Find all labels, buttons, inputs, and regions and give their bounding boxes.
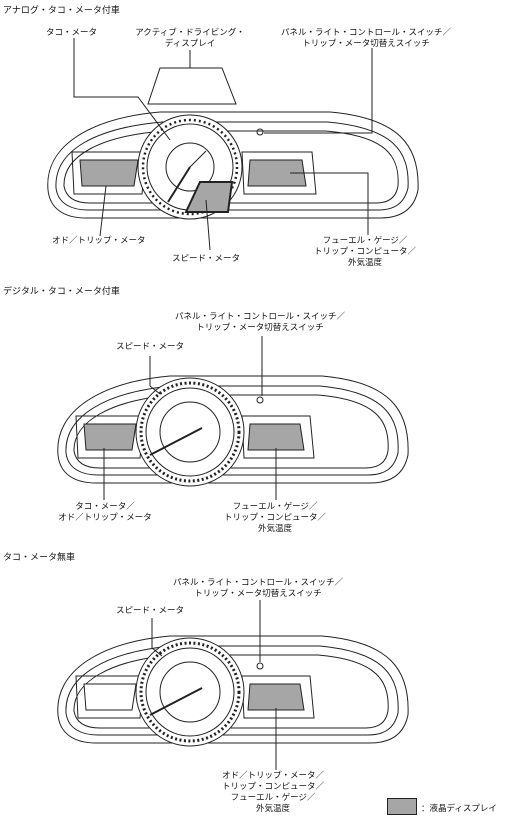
active-driving-display [147,67,237,105]
label-tacho-meter: タコ・メータ [46,28,98,38]
label-panel-switch: パネル・ライト・コントロール・スイッチ／ トリップ・メータ切替えスイッチ [174,312,345,333]
section-title-digital: デジタル・タコ・メータ付車 [3,287,120,297]
label-panel-switch: パネル・ライト・コントロール・スイッチ／ トリップ・メータ切替えスイッチ [172,578,343,599]
cluster-2 [57,336,409,500]
label-speed-meter: スピード・メータ [116,606,185,616]
legend-label: ：液晶ディスプレイ [421,804,497,814]
panel-light-switch[interactable] [256,128,264,136]
label-speed-meter: スピード・メータ [172,254,241,264]
cluster-3 [57,600,409,770]
fuel-lcd [247,159,307,187]
label-fuel-gauge: フューエル・ゲージ／ トリップ・コンピュータ／ 外気温度 [223,502,326,534]
label-panel-switch: パネル・ライト・コントロール・スイッチ／ トリップ・メータ切替えスイッチ [280,28,451,49]
label-combo-display: オド／トリップ・メータ／ トリップ・コンピュータ／ フューエル・ゲージ／ 外気温… [221,771,324,814]
label-odo-trip-meter: オド／トリップ・メータ [52,236,146,246]
legend-swatch [387,798,417,815]
label-active-driving-display: アクティブ・ドライビング・ ディスプレイ [135,28,245,49]
cluster-1 [47,38,419,251]
section-title-no-tacho: タコ・メータ無車 [3,553,76,563]
section-title-analog: アナログ・タコ・メータ付車 [3,6,120,16]
label-tacho-odo: タコ・メータ／ オド／トリップ・メータ [58,502,152,523]
speed-lcd [184,181,234,213]
odo-lcd [79,159,139,187]
label-speed-meter: スピード・メータ [116,342,185,352]
cluster-housing [47,111,419,219]
label-fuel-gauge: フューエル・ゲージ／ トリップ・コンピュータ／ 外気温度 [313,236,416,268]
